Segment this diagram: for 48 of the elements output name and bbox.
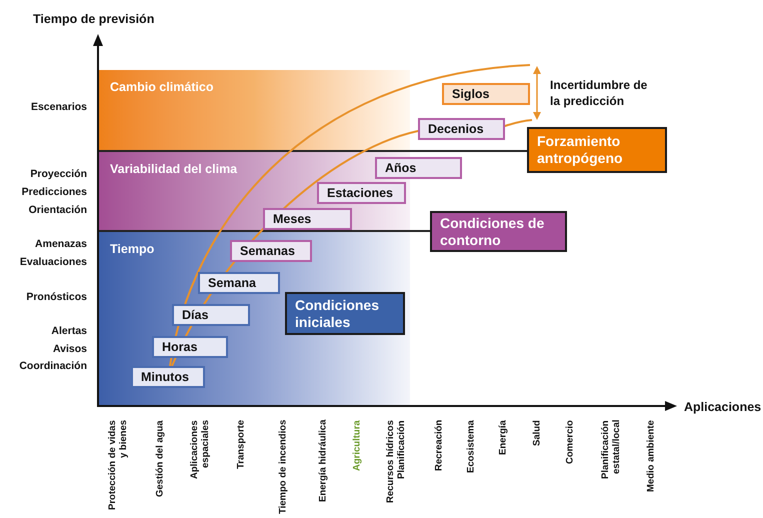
band-label: Tiempo xyxy=(110,241,154,258)
scale-label: Alertas xyxy=(51,324,87,339)
timescale-box: Meses xyxy=(263,208,352,230)
condition-box: Condiciones de contorno xyxy=(430,211,567,252)
timescale-box: Días xyxy=(172,304,250,326)
axis-title: Tiempo de previsión xyxy=(33,11,154,28)
category-label: Recreación xyxy=(434,420,446,474)
scale-label: Amenazas xyxy=(35,237,87,252)
timescale-box: Semanas xyxy=(230,240,312,262)
category-label: Ecosistema xyxy=(466,420,478,475)
category-label: Energía xyxy=(498,420,510,457)
timescale-box: Decenios xyxy=(418,118,505,140)
timescale-box: Años xyxy=(375,157,462,179)
category-label: Transporte xyxy=(236,420,248,472)
scale-label: Coordinación xyxy=(19,359,87,374)
category-label: Comercio xyxy=(566,420,576,466)
category-label: Energía hidráulica xyxy=(318,420,330,504)
category-label: Planificación estatal/local xyxy=(601,420,623,481)
timescale-box: Siglos xyxy=(442,83,530,105)
band-label: Variabilidad del clima xyxy=(110,161,238,178)
scale-label: Escenarios xyxy=(30,100,87,115)
category-label: Aplicaciones espaciales xyxy=(190,420,212,481)
scale-label: Predicciones xyxy=(22,185,87,200)
category-label: Recursos hídricos Planificación xyxy=(386,420,408,505)
condition-box: Condiciones iniciales xyxy=(285,292,405,335)
timescale-box: Estaciones xyxy=(317,182,406,204)
annotation-text: Incertidumbre de la predicción xyxy=(550,78,648,110)
scale-label: Orientación xyxy=(28,203,87,218)
band-label: Cambio climático xyxy=(110,79,214,96)
category-label: Protección de vidas y bienes xyxy=(108,420,130,512)
condition-box: Forzamiento antropógeno xyxy=(527,127,667,173)
scale-label: Proyección xyxy=(30,167,87,182)
timescale-box: Semana xyxy=(198,272,280,294)
timescale-band xyxy=(98,232,410,406)
scale-label: Pronósticos xyxy=(26,290,87,305)
scale-label: Evaluaciones xyxy=(20,255,87,270)
connector-line xyxy=(410,230,430,232)
axis-title: Aplicaciones xyxy=(684,399,762,416)
category-label: Gestión del agua xyxy=(156,420,166,499)
timescale-box: Minutos xyxy=(131,366,205,388)
connector-line xyxy=(410,150,527,152)
category-label: Medio ambiente xyxy=(646,420,658,494)
category-label: Tiempo de incendios xyxy=(278,420,290,516)
timescale-band xyxy=(98,70,410,152)
scale-label: Avisos xyxy=(52,342,87,357)
category-label: Agricultura xyxy=(352,420,364,473)
timescale-box: Horas xyxy=(152,336,228,358)
category-label: Salud xyxy=(532,420,544,448)
